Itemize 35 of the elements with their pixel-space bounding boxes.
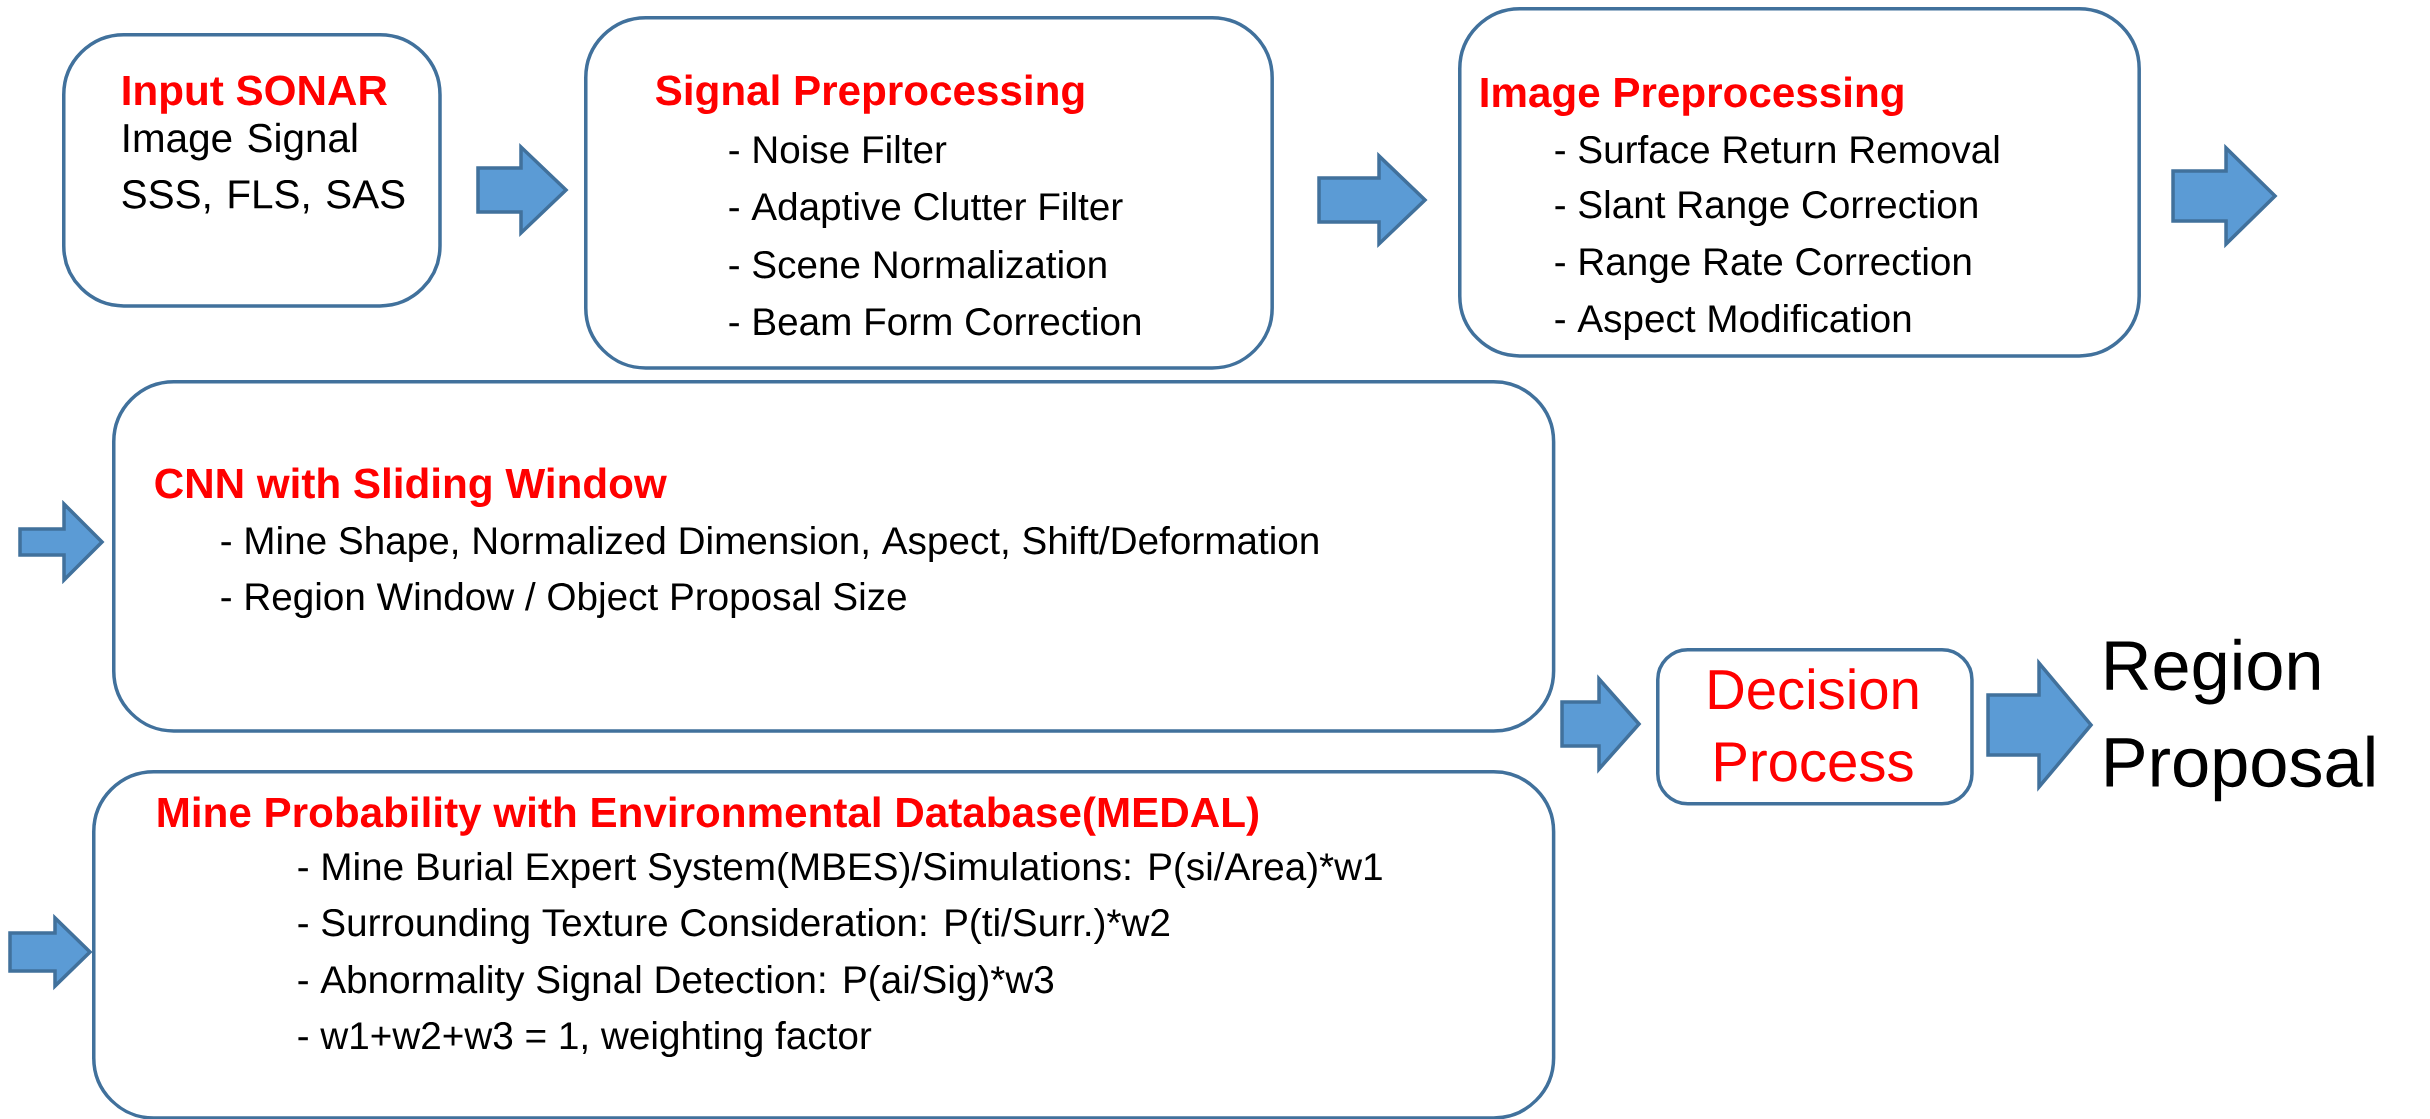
output-text: Region Proposal — [2106, 638, 2374, 802]
block-arrow — [8, 913, 93, 991]
block-arrow — [2171, 143, 2278, 249]
block-arrow — [476, 142, 569, 238]
list-item: - Mine Burial Expert System(MBES)/Simulations: P(si/Area)*w1 — [298, 852, 1382, 888]
list-item: - Noise Filter — [729, 134, 947, 164]
process-box — [584, 16, 1274, 370]
list-item: - Slant Range Correction — [1555, 189, 1977, 226]
body-text: Image Signal SSS, FLS, SAS — [122, 122, 405, 214]
block-arrow — [1560, 674, 1642, 774]
process-box — [62, 33, 442, 308]
list-item: - Mine Shape, Normalized Dimension, Aspect, Shift/Deformation — [221, 525, 1318, 562]
list-item: - Adaptive Clutter Filter — [729, 191, 1123, 228]
list-item: - Aspect Modification — [1555, 303, 1911, 340]
process-box — [92, 770, 1556, 1119]
decision-box — [1656, 648, 1974, 806]
block-arrow — [18, 499, 105, 585]
box-label: Decision Process — [1709, 668, 1918, 782]
box-heading: Mine Probability with Environmental Database(MEDAL) — [158, 796, 1258, 836]
list-item: - Range Rate Correction — [1555, 247, 1971, 283]
block-arrow — [1317, 151, 1428, 249]
list-item: - Region Window / Object Proposal Size — [221, 582, 906, 618]
list-item: - Scene Normalization — [729, 250, 1106, 279]
block-arrow — [1986, 658, 2094, 792]
box-heading: Signal Preprocessing — [655, 74, 1084, 114]
list-item: - Surrounding Texture Consideration: P(ti/Surr.)*w2 — [298, 908, 1169, 944]
box-heading: Input SONAR — [123, 75, 388, 114]
list-item: - Abnormality Signal Detection: P(ai/Sig)*w3 — [298, 965, 1054, 1001]
list-item: - Surface Return Removal — [1555, 134, 1999, 164]
list-item: - w1+w2+w3 = 1, weighting factor — [298, 1021, 872, 1057]
box-heading: Image Preprocessing — [1481, 76, 1903, 116]
process-box — [1458, 7, 2141, 358]
list-item: - Beam Form Correction — [729, 307, 1140, 336]
process-box — [112, 380, 1556, 733]
box-heading: CNN with Sliding Window — [155, 467, 667, 507]
